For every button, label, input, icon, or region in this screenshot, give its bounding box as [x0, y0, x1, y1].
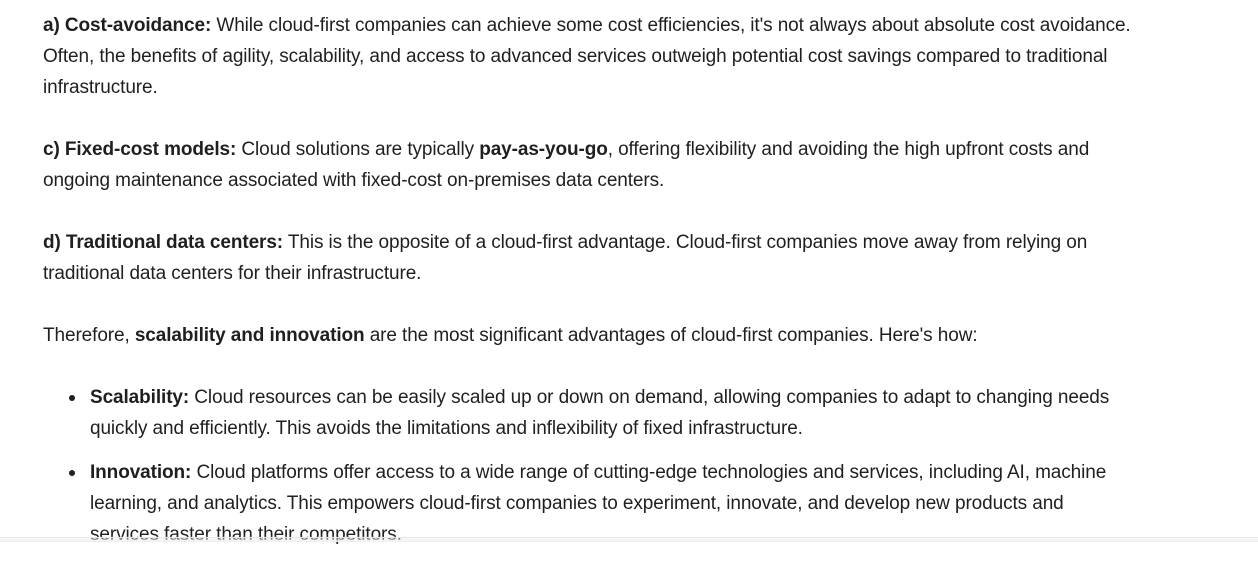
conclusion-text-after: are the most significant advantages of c… — [364, 325, 978, 346]
option-a-label: a) Cost-avoidance: — [43, 15, 212, 36]
option-d-label: d) Traditional data centers: — [43, 232, 284, 253]
advantages-list: Scalability: Cloud resources can be easi… — [43, 382, 1133, 550]
list-item-scalability: Scalability: Cloud resources can be easi… — [43, 382, 1133, 444]
bullet-innovation-text: Cloud platforms offer access to a wide r… — [90, 462, 1107, 545]
conclusion-text-before: Therefore, — [43, 325, 135, 346]
bullet-innovation-label: Innovation: — [90, 462, 192, 483]
bullet-icon — [69, 395, 75, 401]
conclusion-emphasis: scalability and innovation — [134, 325, 365, 346]
paragraph-fixed-cost: c) Fixed-cost models: Cloud solutions ar… — [43, 134, 1133, 196]
bullet-scalability-label: Scalability: — [90, 387, 190, 408]
paragraph-traditional-data-centers: d) Traditional data centers: This is the… — [43, 227, 1133, 289]
option-c-text-after: , offering flexibility and avoiding the … — [43, 139, 1090, 191]
option-c-text-before: Cloud solutions are typically — [236, 139, 480, 160]
option-c-emphasis: pay-as-you-go — [479, 139, 608, 160]
paragraph-conclusion: Therefore, scalability and innovation ar… — [43, 320, 1133, 351]
bullet-scalability-text: Cloud resources can be easily scaled up … — [90, 387, 1110, 439]
paragraph-cost-avoidance: a) Cost-avoidance: While cloud-first com… — [43, 10, 1133, 103]
option-c-label: c) Fixed-cost models: — [43, 139, 237, 160]
scroll-edge-fade — [0, 536, 1258, 542]
option-d-text: This is the opposite of a cloud-first ad… — [43, 232, 1088, 284]
bullet-icon — [69, 470, 75, 476]
option-a-text: While cloud-first companies can achieve … — [43, 15, 1131, 98]
response-body: a) Cost-avoidance: While cloud-first com… — [43, 10, 1133, 563]
